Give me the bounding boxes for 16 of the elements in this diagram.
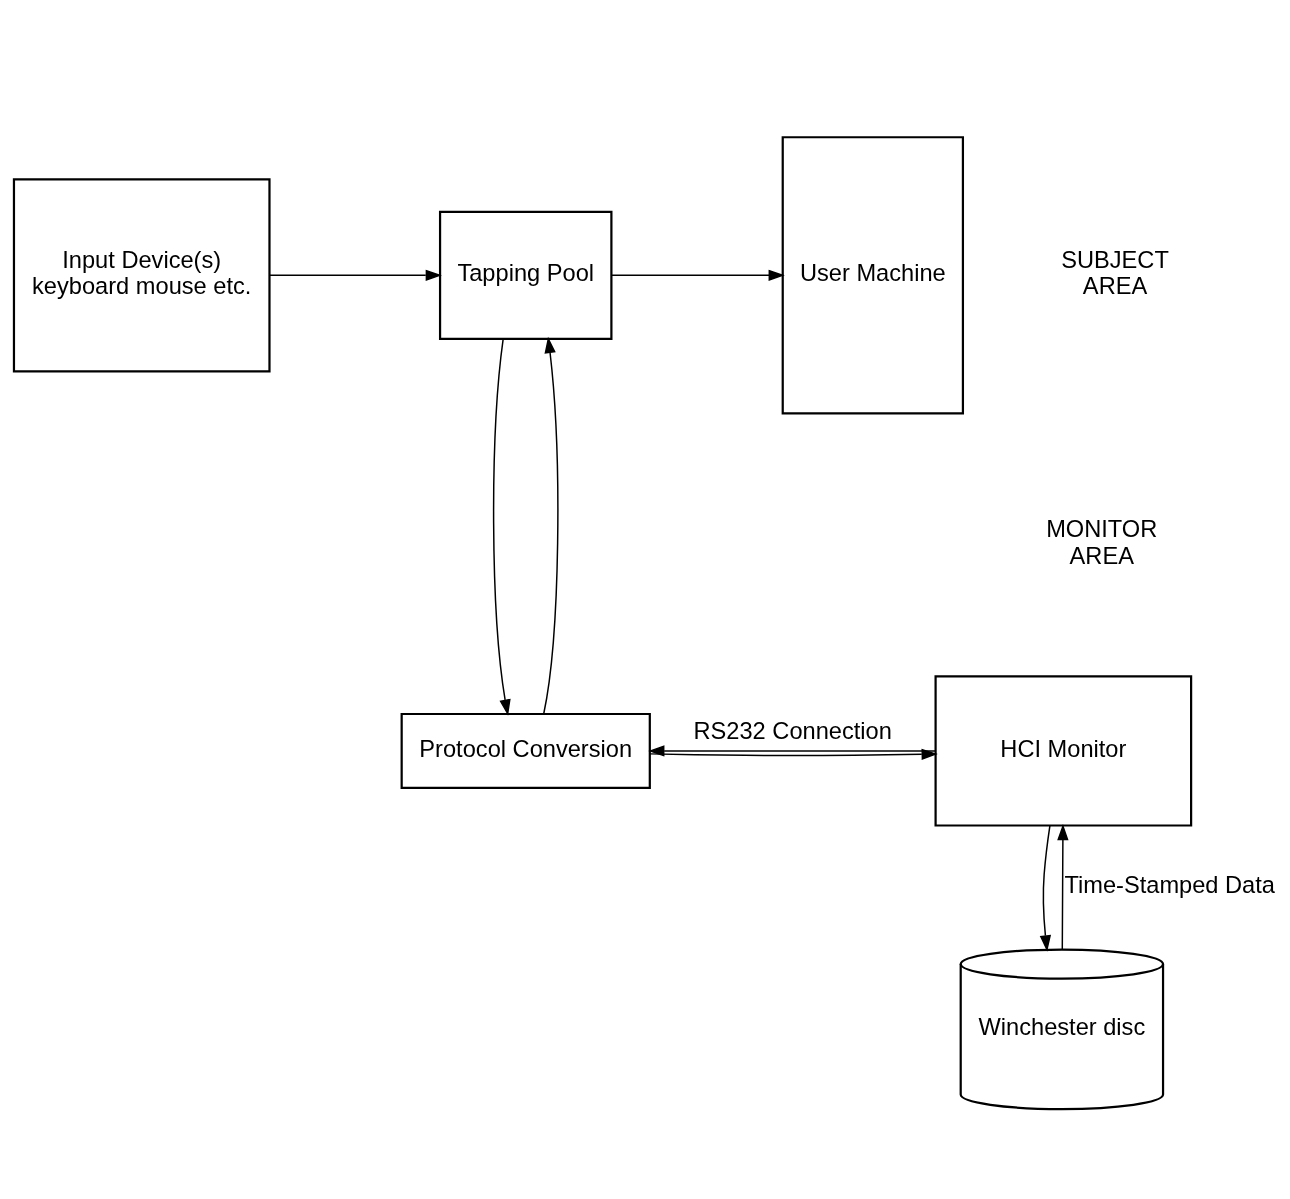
arrow — [268, 269, 442, 281]
arrow — [492, 337, 511, 716]
arrow — [1039, 824, 1052, 952]
edge-label: Time-Stamped Data — [1064, 871, 1275, 898]
node-box: HCI Monitor — [934, 674, 1193, 827]
arrow — [543, 336, 559, 714]
label: MONITOR AREA — [1046, 515, 1158, 569]
arrow — [1057, 823, 1069, 950]
node-box: User Machine — [781, 135, 965, 415]
node-box: Input Device(s) keyboard mouse etc. — [12, 177, 271, 372]
edge-label: RS232 Connection — [693, 717, 892, 744]
arrow — [648, 744, 936, 757]
node-box: Tapping Pool — [438, 210, 613, 340]
arrow — [611, 269, 785, 281]
label: SUBJECT AREA — [1061, 246, 1169, 299]
node-box: Protocol Conversion — [400, 712, 651, 789]
